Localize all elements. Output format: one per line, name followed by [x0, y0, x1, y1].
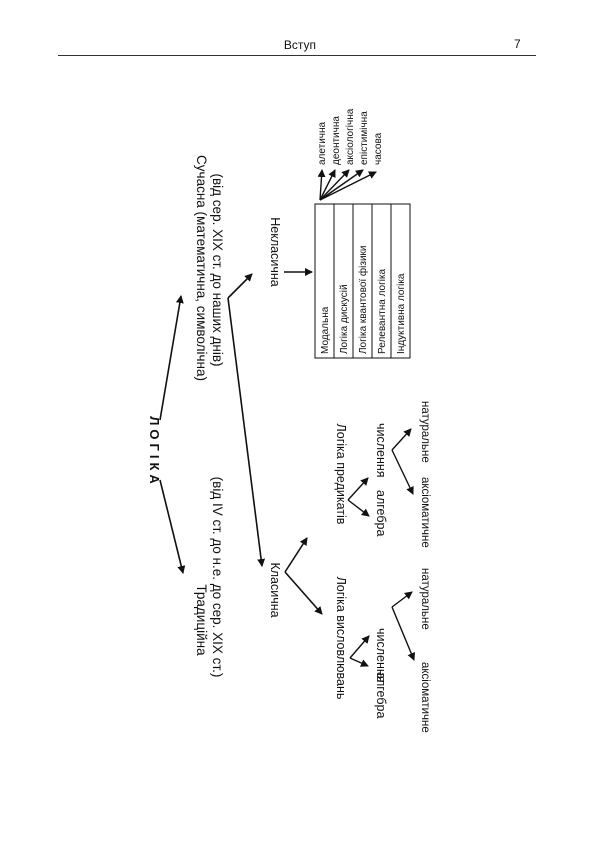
modal-type-deontic: деонтична	[331, 116, 342, 165]
table-cell-quantum: Логіка квантової фізики	[357, 245, 369, 354]
predicates-title: Логіка предикатів	[334, 424, 348, 525]
propositional-calculus-to-natural-arrow	[391, 591, 413, 608]
predicates-calculus-to-axiomatic-arrow	[391, 449, 414, 495]
propositional-natural: натуральне	[419, 568, 431, 630]
propositional-calculus-to-axiomatic-arrow	[391, 606, 416, 661]
predicates-calculus-to-natural-arrow	[391, 428, 412, 451]
predicates-natural: натуральне	[419, 401, 431, 463]
predicates-algebra: алгебра	[374, 490, 388, 536]
table-cell-modal: Модальна	[320, 306, 331, 354]
propositional-title: Логіка висловлювань	[334, 577, 348, 700]
running-header-title: Вступ	[283, 38, 317, 52]
modern-to-classical-arrow	[227, 297, 266, 567]
modern-to-nonclassical-arrow	[227, 273, 253, 299]
page-number: 7	[514, 37, 521, 51]
modal-fan-arrows	[317, 169, 377, 201]
propositional-algebra: алгебра	[374, 672, 388, 718]
classical-label: Класична	[268, 562, 282, 617]
propositional-to-calculus-arrow	[349, 635, 370, 659]
nonclassical-table	[314, 203, 411, 359]
table-cell-inductive: Індуктивна логіка	[396, 273, 407, 354]
predicates-axiomatic: аксіоматичне	[419, 477, 431, 548]
table-cell-relevant: Релевантна логіка	[377, 268, 388, 354]
root-to-modern-arrow	[159, 295, 184, 421]
modal-type-alethic: алетична	[317, 121, 328, 165]
header-divider	[58, 55, 536, 56]
propositional-axiomatic: аксіоматичне	[419, 662, 431, 733]
root-to-traditional-arrow	[159, 479, 186, 574]
traditional-title: Традиційна	[194, 584, 209, 656]
propositional-calculus: числення	[374, 628, 388, 683]
modal-type-axiological: аксіологічна	[345, 108, 356, 165]
classical-to-propositional-arrow	[284, 571, 323, 615]
predicates-calculus: числення	[374, 423, 388, 478]
modal-type-epistemic: епістимічна	[359, 111, 370, 165]
root-label: ЛОГІКА	[147, 416, 162, 488]
nonclassical-label: Некласична	[268, 217, 282, 286]
modal-type-temporal: часова	[373, 132, 384, 165]
table-cell-discussion: Логіка дискусій	[339, 284, 350, 354]
modern-title: Сучасна (математична, символічна)	[194, 155, 209, 381]
propositional-to-algebra-arrow	[349, 657, 369, 667]
traditional-period: (від IV ст. до н.е. до сер. XIX ст.)	[210, 477, 225, 678]
predicates-to-calculus-arrow	[347, 499, 370, 517]
modern-period: (від сер. XIX ст. до наших днів)	[210, 174, 225, 367]
classical-to-predicates-arrow	[284, 537, 308, 573]
predicates-to-algebra-arrow	[347, 477, 369, 501]
